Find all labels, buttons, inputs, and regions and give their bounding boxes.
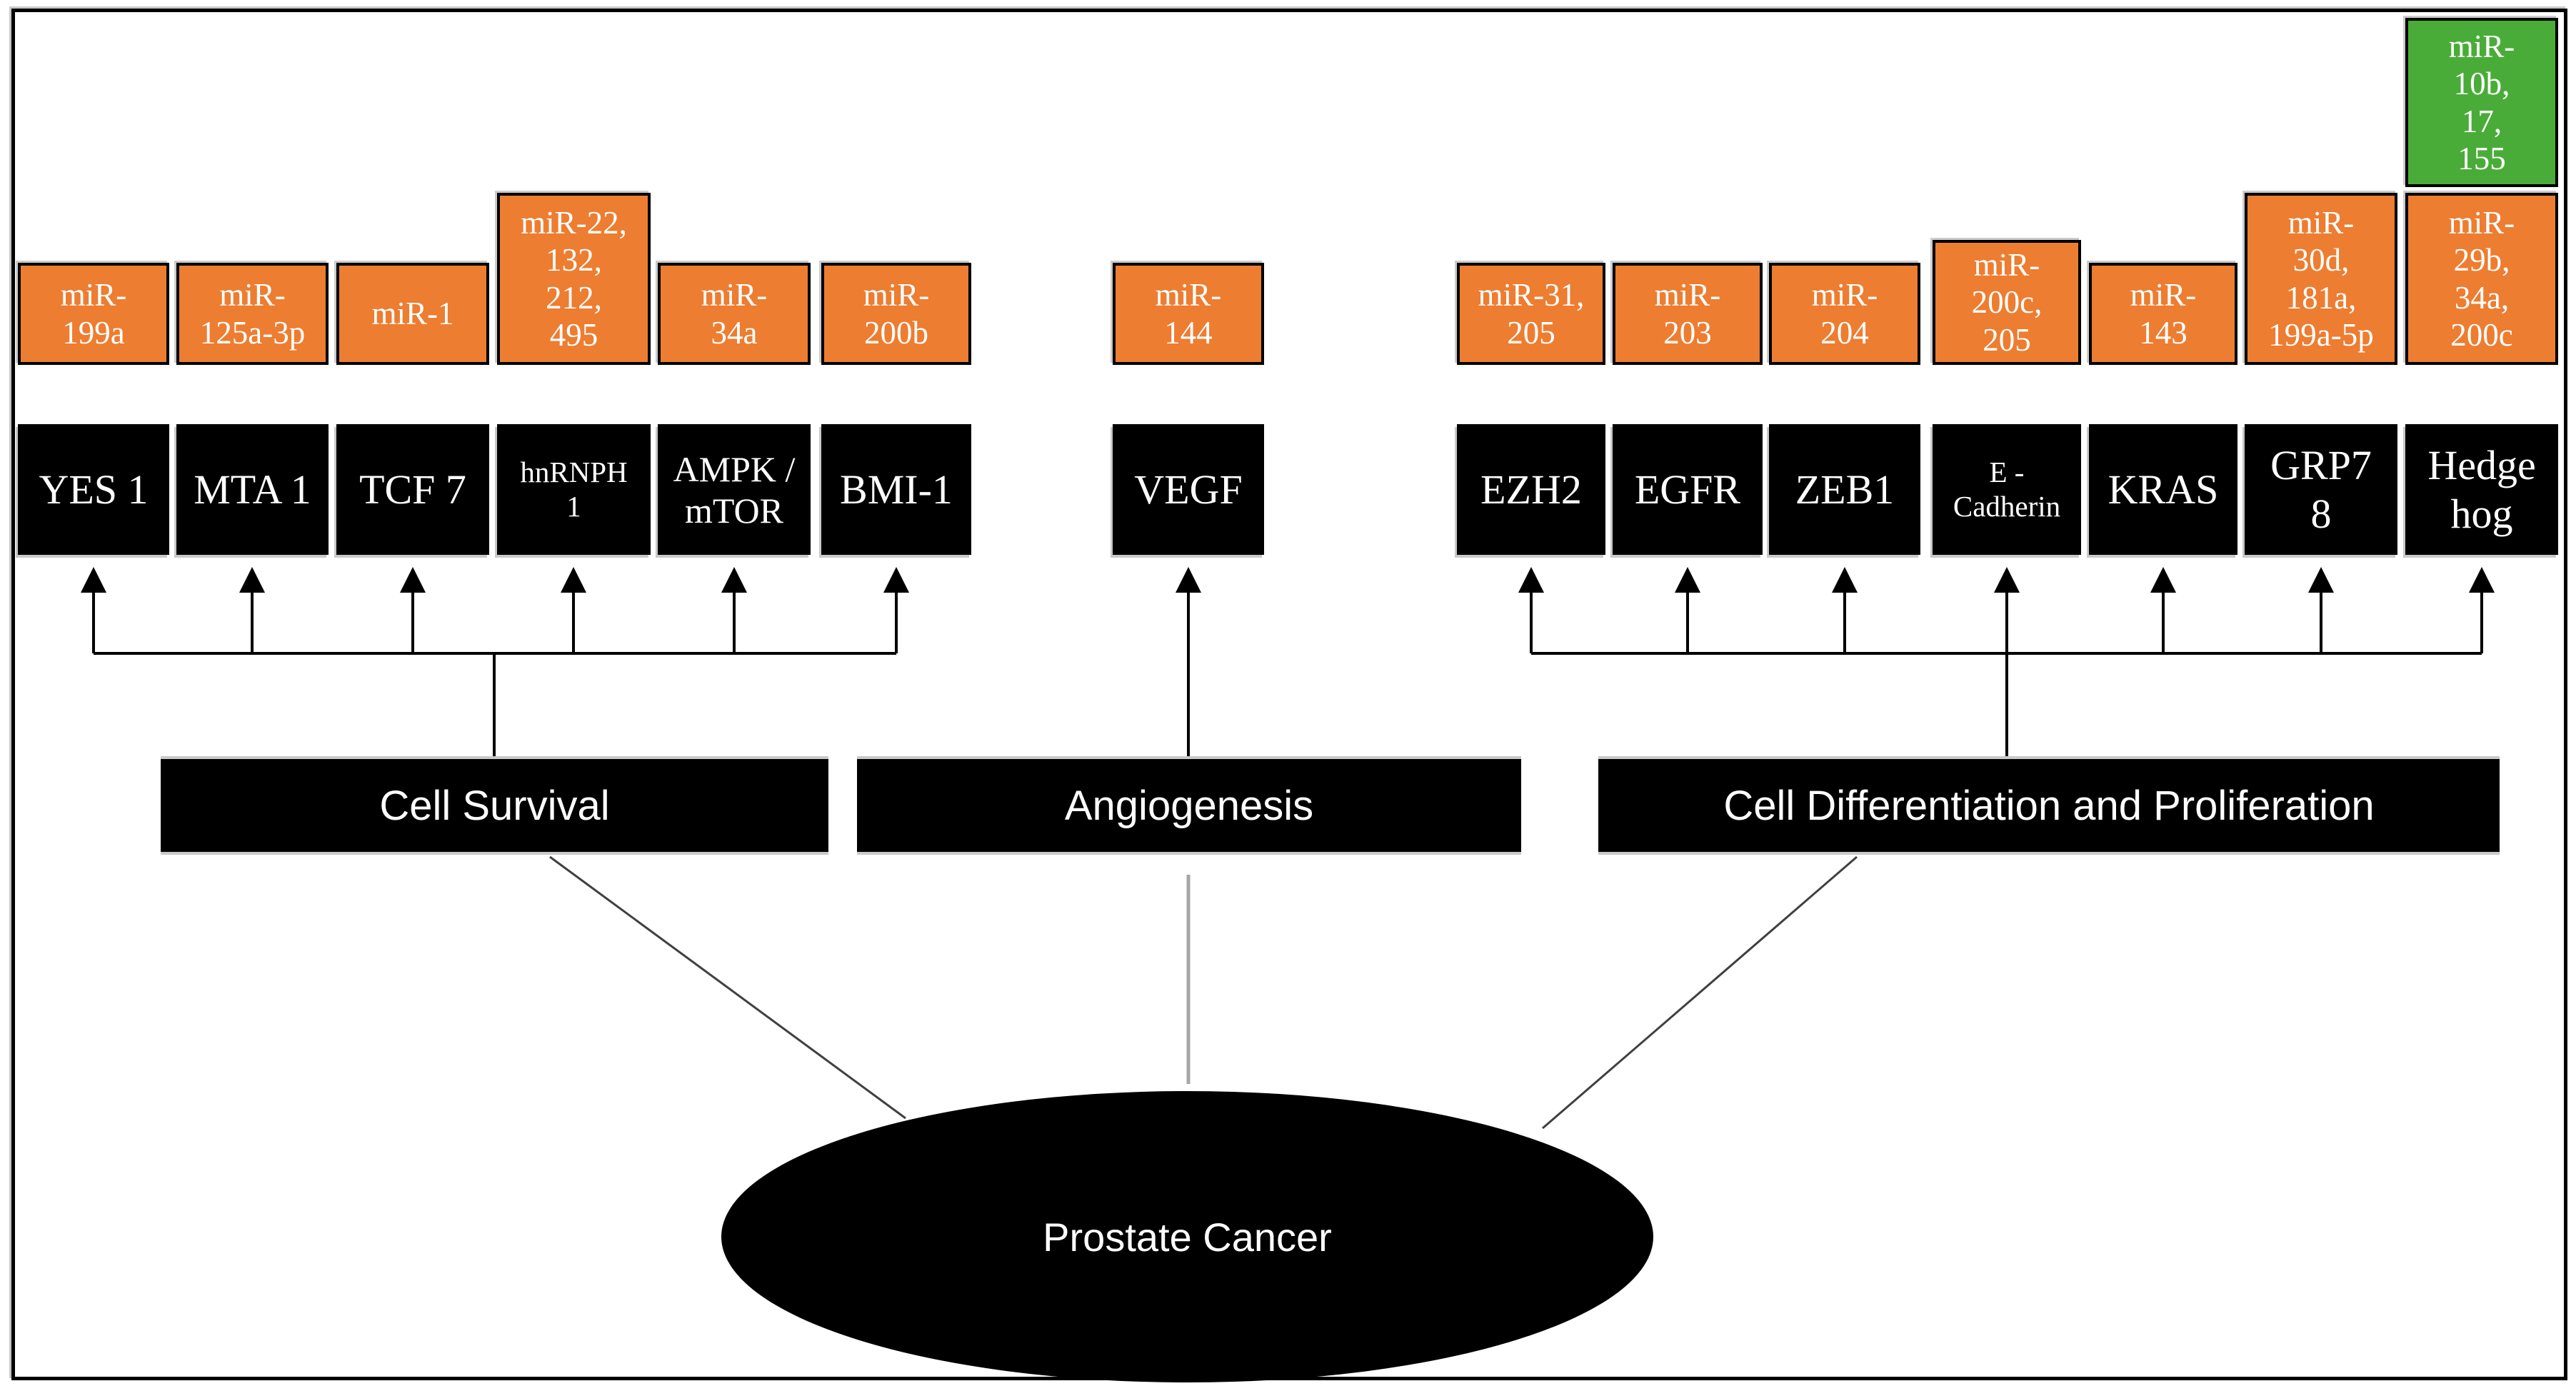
target-box-ezh2: EZH2 (1457, 424, 1605, 555)
mirna-box-mir-1: miR-1 (336, 263, 489, 365)
target-box-kras: KRAS (2089, 424, 2237, 555)
mirna-box-mir-30d-181a-199a-5p: miR- 30d, 181a, 199a-5p (2245, 193, 2397, 365)
mirna-box-mir-34a: miR- 34a (658, 263, 811, 365)
mirna-box-mir-200b: miR- 200b (821, 263, 971, 365)
root-node-label: Prostate Cancer (1043, 1214, 1332, 1260)
target-box-vegf: VEGF (1113, 424, 1264, 555)
banner-cell-differentiation-proliferation: Cell Differentiation and Proliferation (1598, 759, 2500, 852)
mirna-box-mir-29b-34a-200c: miR- 29b, 34a, 200c (2405, 193, 2558, 365)
target-box-hedgehog: Hedge hog (2405, 424, 2558, 555)
banner-angiogenesis: Angiogenesis (857, 759, 1521, 852)
mirna-box-mir-203: miR- 203 (1613, 263, 1763, 365)
target-box-bmi-1: BMI-1 (821, 424, 971, 555)
mirna-box-mir-125a-3p: miR- 125a-3p (176, 263, 329, 365)
mirna-box-mir-143: miR- 143 (2089, 263, 2237, 365)
mirna-box-mir-10b-17-155: miR- 10b, 17, 155 (2405, 18, 2558, 187)
target-box-mta1: MTA 1 (176, 424, 329, 555)
target-box-zeb1: ZEB1 (1769, 424, 1920, 555)
mirna-box-mir-22-132-212-495: miR-22, 132, 212, 495 (497, 193, 651, 365)
banner-cell-survival: Cell Survival (161, 759, 828, 852)
mirna-box-mir-200c-205: miR- 200c, 205 (1933, 240, 2081, 365)
mirna-box-mir-31-205: miR-31, 205 (1457, 263, 1605, 365)
target-box-grp78: GRP7 8 (2245, 424, 2397, 555)
mirna-box-mir-199a: miR- 199a (18, 263, 169, 365)
target-box-hnrnph1: hnRNPH 1 (497, 424, 651, 555)
target-box-e-cadherin: E - Cadherin (1933, 424, 2081, 555)
target-box-yes1: YES 1 (18, 424, 169, 555)
target-box-egfr: EGFR (1613, 424, 1763, 555)
mirna-box-mir-144: miR- 144 (1113, 263, 1264, 365)
target-box-tcf7: TCF 7 (336, 424, 489, 555)
target-box-ampk-mtor: AMPK / mTOR (658, 424, 811, 555)
mirna-box-mir-204: miR- 204 (1769, 263, 1920, 365)
root-node-prostate-cancer: Prostate Cancer (721, 1091, 1653, 1382)
